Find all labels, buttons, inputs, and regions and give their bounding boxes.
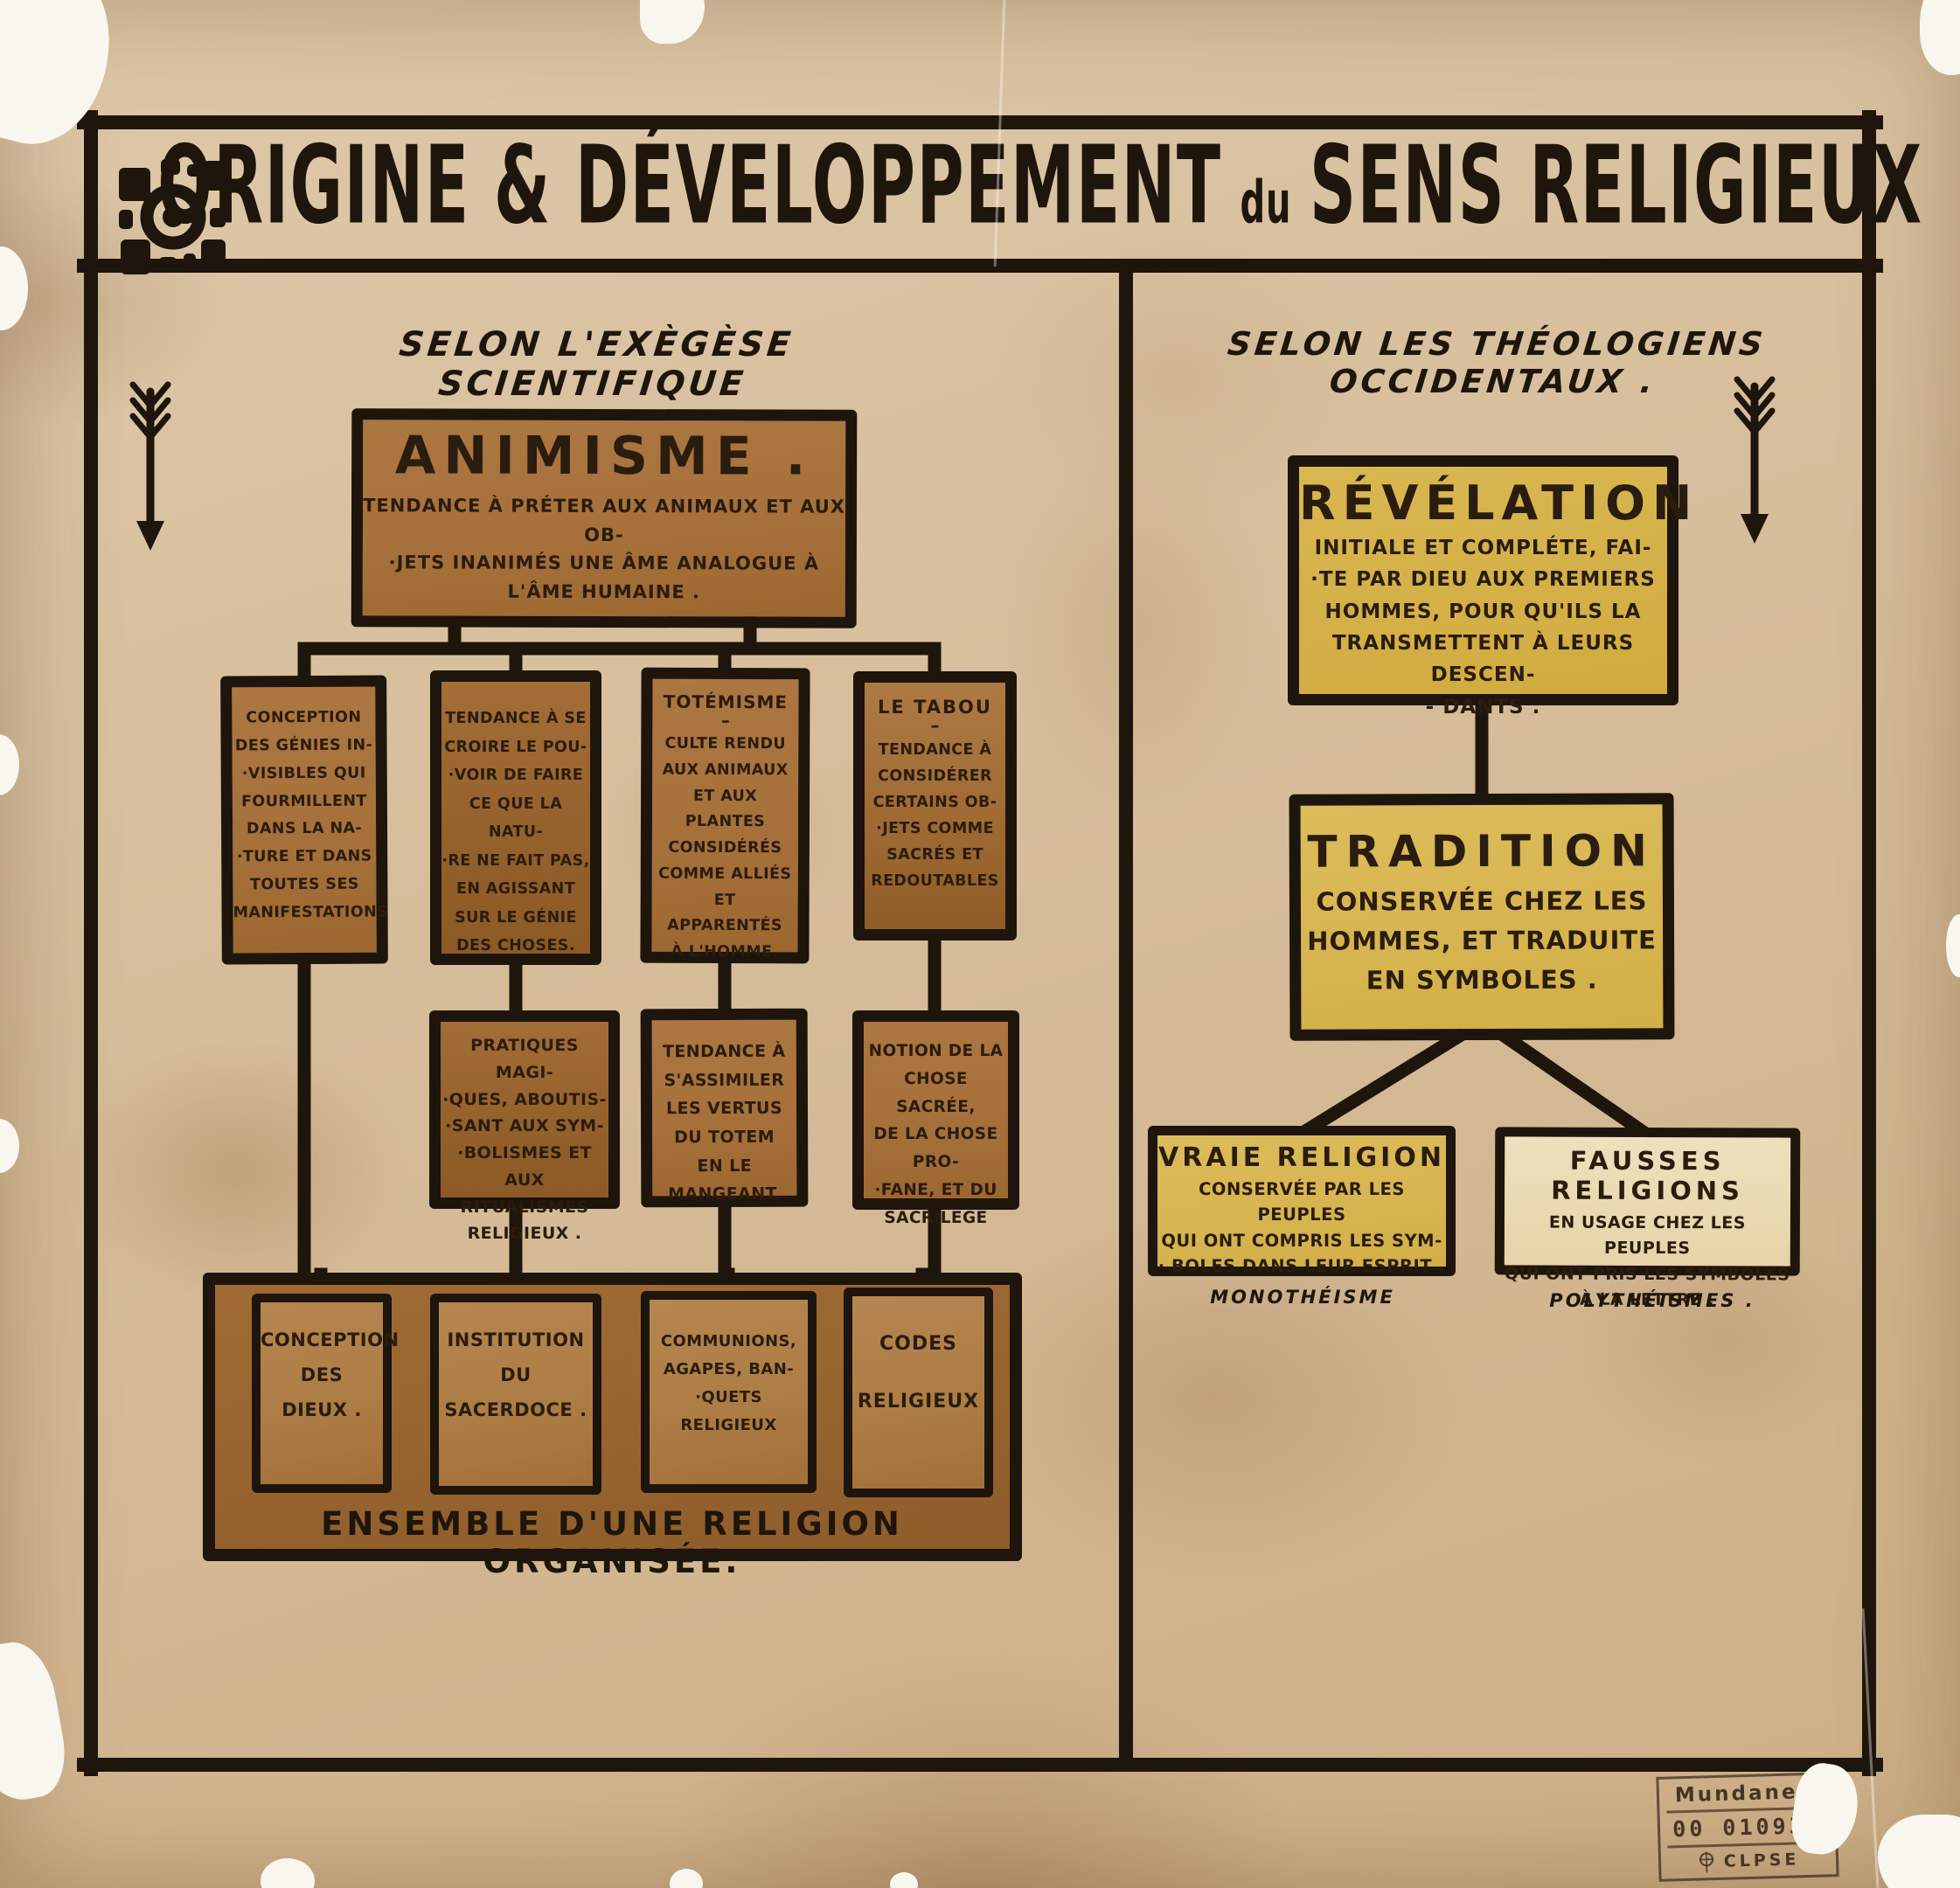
communions-body: COMMUNIONS, AGAPES, BAN- ·QUETS RELIGIEU… (660, 1332, 797, 1435)
poster-title-du: du (1240, 168, 1292, 237)
sacerdoce-box: INSTITUTION DU SACERDOCE . (430, 1294, 601, 1495)
genies-body: CONCEPTION DES GÉNIES IN- ·VISIBLES QUI … (233, 708, 389, 922)
codes-religieux-box: CODES RELIGIEUX (844, 1288, 993, 1497)
torn-paper-patch (1946, 914, 1960, 977)
tabou-dash: – (930, 715, 940, 736)
vraie-religion-body: CONSERVÉE PAR LES PEUPLES QUI ONT COMPRI… (1157, 1179, 1446, 1276)
torn-paper-patch (670, 1869, 703, 1888)
pouvoir-box: TENDANCE À SE CROIRE LE POU- ·VOIR DE FA… (430, 670, 601, 965)
right-column-header: SELON LES THÉOLOGIENS OCCIDENTAUX . (1226, 325, 1769, 400)
animisme-title: ANIMISME . (394, 425, 814, 488)
fausses-religions-title: FAUSSES RELIGIONS (1551, 1145, 1745, 1206)
tabou-body: TENDANCE À CONSIDÉRER CERTAINS OB- ·JETS… (871, 741, 999, 891)
conception-dieux-body: CONCEPTION DES DIEUX . (261, 1329, 400, 1420)
monotheisme-caption: MONOTHÉISME (1210, 1287, 1395, 1308)
torn-paper-patch (0, 734, 19, 795)
tradition-box: TRADITION CONSERVÉE CHEZ LES HOMMES, ET … (1289, 793, 1675, 1041)
poster-title: ORIGINE & DÉVELOPPEMENT du SENS RELIGIEU… (157, 123, 1922, 248)
tradition-body: CONSERVÉE CHEZ LES HOMMES, ET TRADUITE E… (1307, 885, 1657, 996)
revelation-box: RÉVÉLATION INITIALE ET COMPLÉTE, FAI- ·T… (1288, 455, 1699, 718)
animisme-body: TENDANCE À PRÉTER AUX ANIMAUX ET AUX OB-… (363, 495, 846, 602)
chose-sacree-body: NOTION DE LA CHOSE SACRÉE, DE LA CHOSE P… (868, 1042, 1004, 1227)
vraie-religion-title: VRAIE RELIGION (1158, 1142, 1445, 1173)
codes-religieux-body: CODES RELIGIEUX (857, 1333, 980, 1413)
revelation-body: INITIALE ET COMPLÉTE, FAI- ·TE PAR DIEU … (1310, 537, 1656, 718)
tabou-title: LE TABOU (878, 697, 992, 718)
stamp-classmark: CLPSE (1723, 1850, 1800, 1871)
torn-paper-patch (0, 1119, 19, 1173)
conception-dieux-box: CONCEPTION DES DIEUX . (252, 1294, 400, 1493)
totemisme-dash: – (720, 709, 730, 732)
vraie-religion-box: VRAIE RELIGION CONSERVÉE PAR LES PEUPLES… (1148, 1126, 1456, 1276)
totemisme-box: TOTÉMISME – CULTE RENDU AUX ANIMAUX ET A… (640, 667, 810, 964)
sacerdoce-body: INSTITUTION DU SACERDOCE . (444, 1329, 587, 1420)
torn-paper-patch (261, 1858, 315, 1888)
tradition-title: TRADITION (1307, 825, 1657, 878)
animisme-box: ANIMISME . TENDANCE À PRÉTER AUX ANIMAUX… (351, 408, 858, 628)
communions-box: COMMUNIONS, AGAPES, BAN- ·QUETS RELIGIEU… (641, 1291, 817, 1493)
mundaneum-stamp: Mundaneum 00 010933 CLPSE (1656, 1772, 1839, 1882)
chose-sacree-box: NOTION DE LA CHOSE SACRÉE, DE LA CHOSE P… (852, 1010, 1019, 1227)
pouvoir-body: TENDANCE À SE CROIRE LE POU- ·VOIR DE FA… (441, 710, 590, 955)
revelation-title: RÉVÉLATION (1299, 475, 1699, 531)
ensemble-caption: ENSEMBLE D'UNE RELIGION ORGANISÉE. (321, 1505, 903, 1580)
polytheismes-caption: POLYTHÉISMES . (1549, 1290, 1755, 1311)
pratiques-magiques-box: PRATIQUES MAGI- ·QUES, ABOUTIS- ·SANT AU… (429, 1010, 620, 1243)
poster-title-right: SENS RELIGIEUX (1310, 122, 1923, 249)
pratiques-magiques-body: PRATIQUES MAGI- ·QUES, ABOUTIS- ·SANT AU… (442, 1036, 607, 1244)
poster-title-left: ORIGINE & DÉVELOPPEMENT (157, 122, 1222, 249)
torn-paper-patch (890, 1872, 918, 1888)
torn-paper-patch (1878, 1815, 1960, 1888)
fausses-religions-box: FAUSSES RELIGIONS EN USAGE CHEZ LES PEUP… (1494, 1127, 1801, 1310)
mundaneum-logo-icon (1666, 1785, 1667, 1808)
totemisme-body: CULTE RENDU AUX ANIMAUX ET AUX PLANTES C… (658, 734, 792, 961)
assimiler-totem-box: TENDANCE À S'ASSIMILER LES VERTUS DU TOT… (640, 1008, 809, 1208)
tabou-box: LE TABOU – TENDANCE À CONSIDÉRER CERTAIN… (853, 671, 1017, 941)
genies-box: CONCEPTION DES GÉNIES IN- ·VISIBLES QUI … (220, 675, 389, 965)
left-column-header: SELON L'EXÈGÈSE SCIENTIFIQUE (397, 325, 796, 404)
assimiler-totem-body: TENDANCE À S'ASSIMILER LES VERTUS DU TOT… (663, 1041, 786, 1204)
stamp-classifier-icon (1699, 1851, 1713, 1873)
